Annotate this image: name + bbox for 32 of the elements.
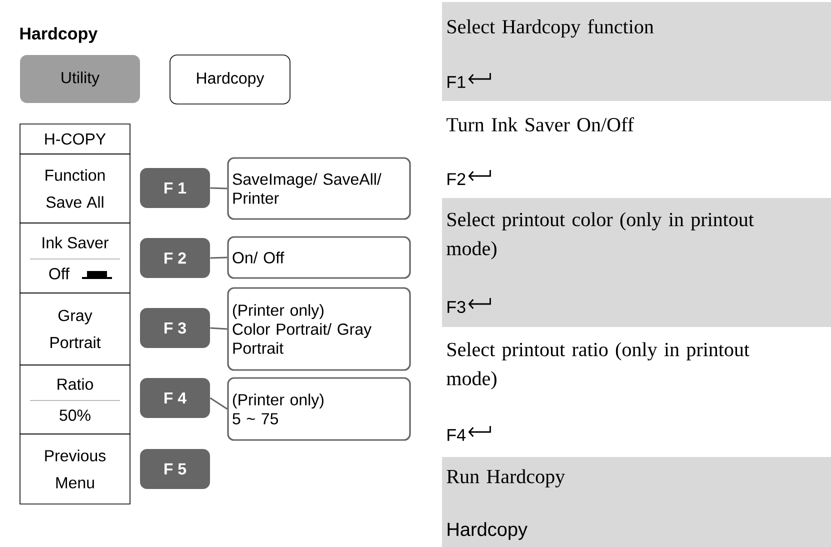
description-text: Turn Ink Saver On/Off: [446, 117, 634, 132]
menu-cell: Ratio 50%: [20, 364, 130, 434]
menu-cell: Previous Menu: [20, 434, 130, 504]
connector-line: [210, 187, 228, 190]
option-box: On/ Off: [227, 236, 411, 279]
section-title: Hardcopy: [20, 27, 98, 43]
key-label: F4: [448, 429, 466, 441]
description-text: Select printout ratio (only in printout mode): [446, 342, 750, 390]
connector-line: [210, 327, 228, 330]
description-text: Select printout color (only in printout mode): [446, 212, 754, 260]
menu-cell: H-COPY: [20, 124, 130, 154]
key-label: Hardcopy: [448, 522, 528, 540]
connector-line: [210, 397, 228, 410]
option-box: SaveImage/ SaveAll/ Printer: [227, 157, 411, 220]
utility-button: Utility: [20, 55, 140, 103]
key-label: F1: [448, 76, 466, 88]
key-label: F2: [448, 173, 466, 185]
function-key: F 4: [140, 378, 210, 418]
description-text: Select Hardcopy function: [448, 19, 654, 38]
function-key: F 2: [140, 238, 210, 278]
menu-cell: Ink Saver Off: [20, 222, 130, 294]
function-key: F 5: [140, 449, 210, 489]
key-label: F3: [448, 300, 466, 314]
menu-cell: Function Save All: [20, 154, 130, 224]
function-key: F 3: [140, 308, 210, 348]
function-key: F 1: [140, 168, 210, 208]
description-text: Run Hardcopy: [446, 469, 565, 488]
connector-line: [210, 256, 228, 259]
menu-cell: Gray Portrait: [20, 292, 130, 366]
option-box: (Printer only) Color Portrait/ Gray Portrait: [227, 287, 411, 371]
soft-key-button: Hardcopy: [170, 54, 290, 104]
option-box: (Printer only) 5 ~ 75: [227, 377, 411, 441]
